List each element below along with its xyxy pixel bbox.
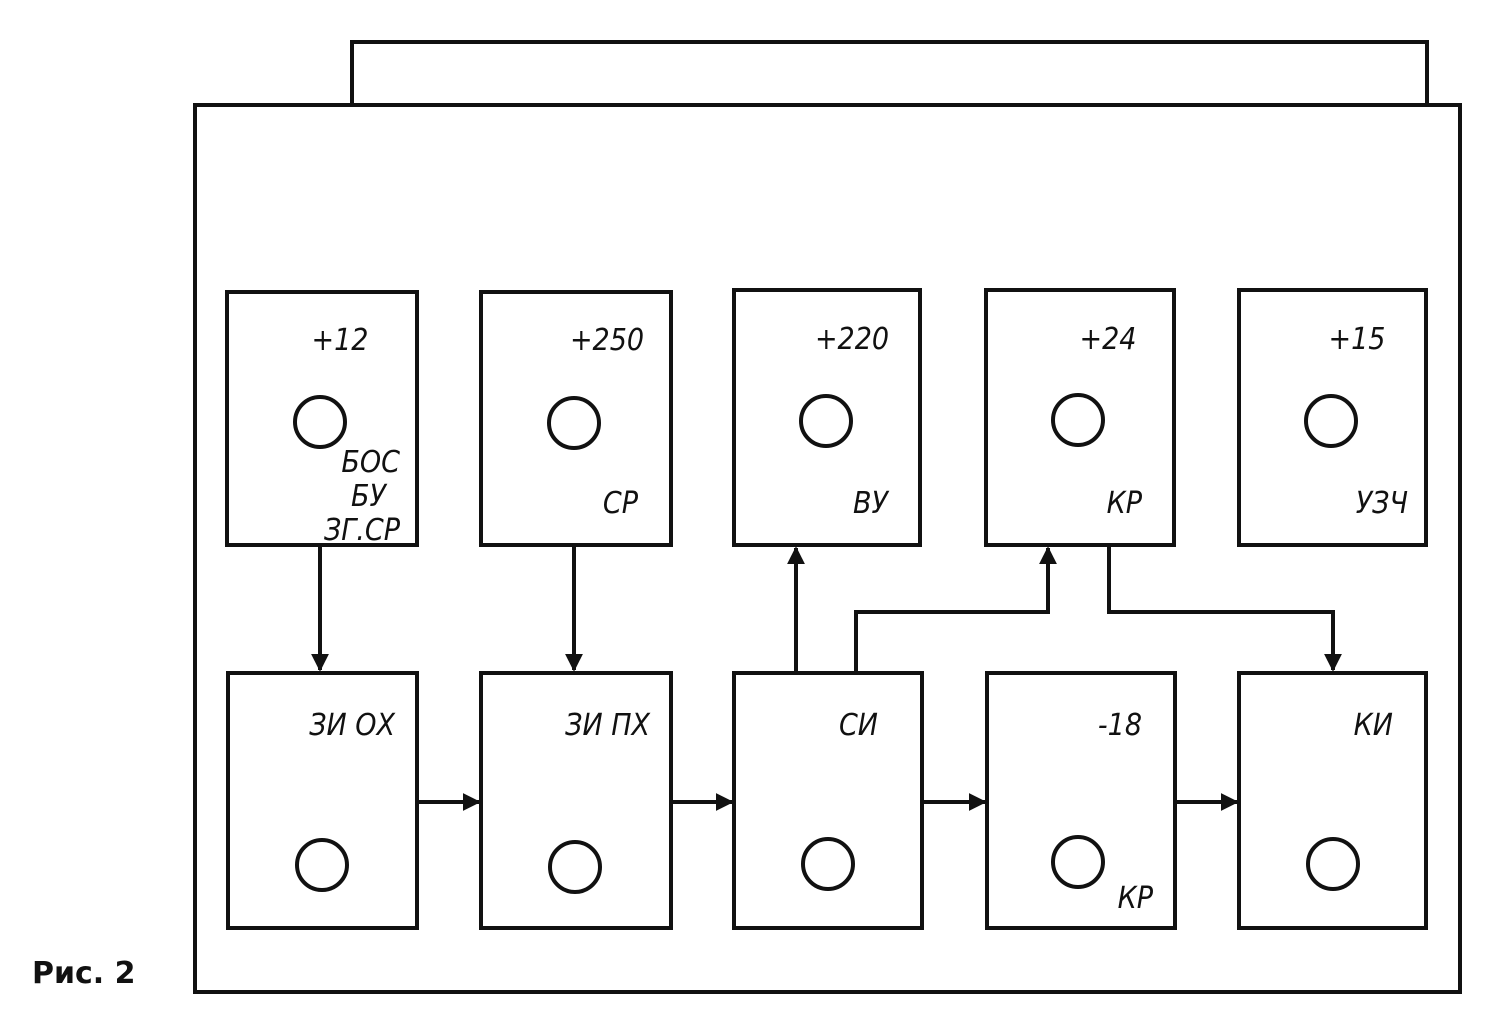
connector-socket (548, 840, 602, 894)
arrow-si-to-p24 (854, 546, 1057, 673)
module-title: СИ (839, 708, 878, 743)
module-label: БОС (341, 445, 400, 480)
module-zi-ph: ЗИ ПХ (479, 671, 673, 930)
module-p15: +15 УЗЧ (1237, 288, 1428, 547)
module-title: ЗИ ОХ (309, 708, 395, 743)
module-title: КИ (1354, 708, 1393, 743)
connector-socket (799, 394, 853, 448)
module-zi-oh: ЗИ ОХ (226, 671, 419, 930)
chassis-handle (350, 40, 1429, 105)
module-si: СИ (732, 671, 924, 930)
module-voltage: +250 (570, 323, 644, 358)
connector-socket (293, 395, 347, 449)
connector-socket (547, 396, 601, 450)
module-p220: +220 ВУ (732, 288, 922, 547)
module-voltage: +220 (815, 322, 889, 357)
module-label: ВУ (853, 486, 890, 521)
module-m18: -18 КР (985, 671, 1177, 930)
connector-socket (295, 838, 349, 892)
figure-caption: Рис. 2 (32, 956, 136, 991)
module-label: ЗГ.СР (324, 513, 401, 548)
module-label: СР (603, 486, 639, 521)
connector-socket (801, 837, 855, 891)
connector-socket (1304, 394, 1358, 448)
module-p12: +12 БОС БУ ЗГ.СР (225, 290, 419, 548)
module-voltage: +24 (1080, 322, 1137, 357)
module-ki: КИ (1237, 671, 1428, 930)
module-label: БУ (351, 479, 388, 514)
connector-socket (1051, 835, 1105, 889)
module-p24: +24 КР (984, 288, 1176, 547)
module-title: -18 (1098, 708, 1142, 743)
module-label: УЗЧ (1356, 486, 1408, 521)
module-p250: +250 СР (479, 290, 673, 547)
module-voltage: +15 (1329, 322, 1386, 357)
module-title: ЗИ ПХ (565, 708, 650, 743)
connector-socket (1051, 393, 1105, 447)
module-box (1237, 671, 1428, 930)
chassis-frame (193, 103, 1462, 994)
module-label: КР (1107, 486, 1143, 521)
module-voltage: +12 (312, 323, 369, 358)
arrow-p24-to-ki (1107, 545, 1342, 672)
connector-socket (1306, 837, 1360, 891)
module-box (732, 288, 922, 547)
module-sublabel: КР (1118, 881, 1154, 916)
module-box (1237, 288, 1428, 547)
module-box (984, 288, 1176, 547)
